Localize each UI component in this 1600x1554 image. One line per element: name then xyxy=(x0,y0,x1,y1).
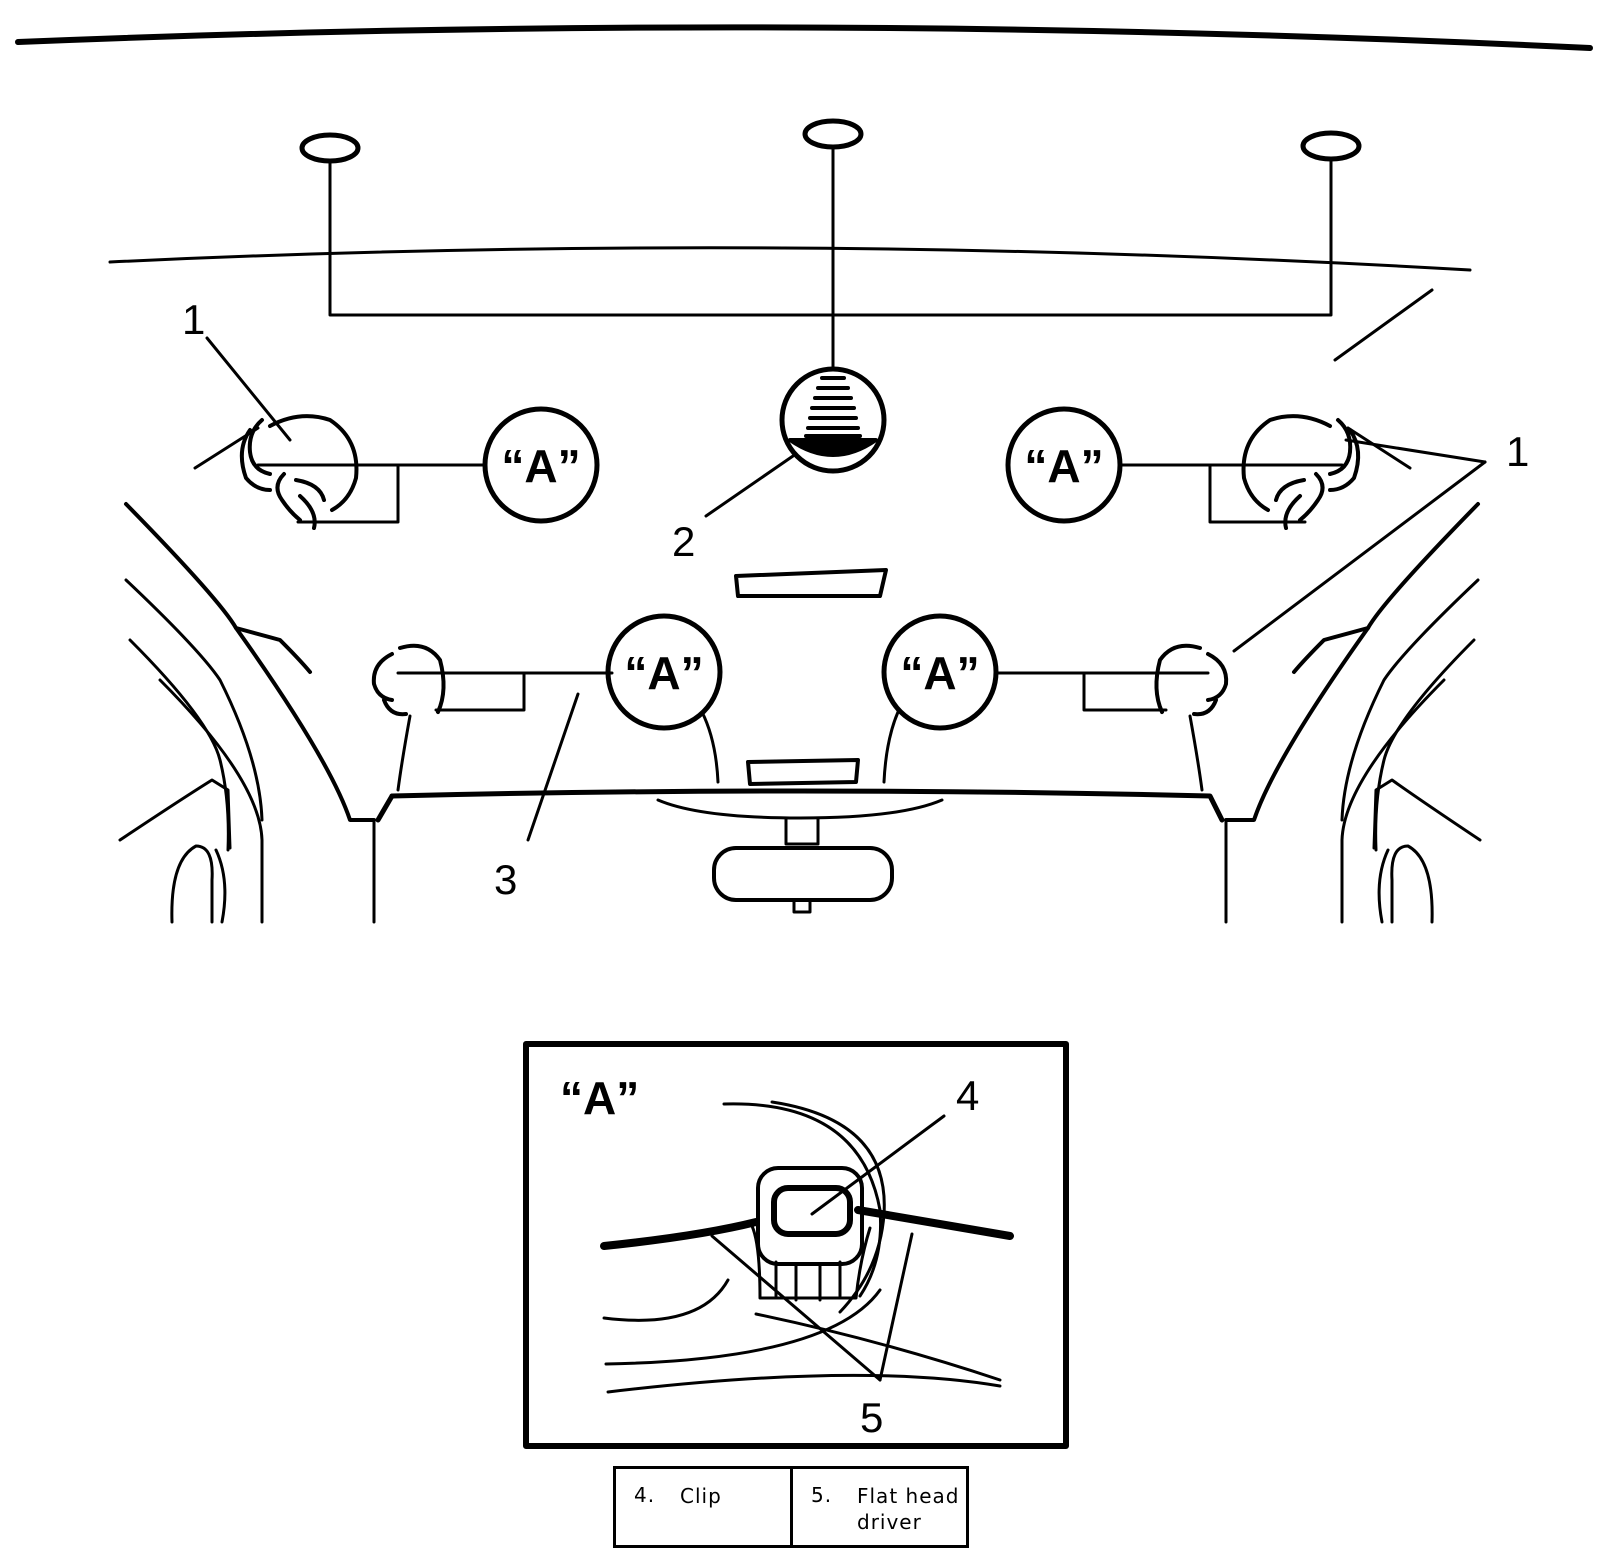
a-pillar-left xyxy=(118,502,376,924)
detail-bubble-lower-right xyxy=(881,613,999,731)
hole-right xyxy=(1300,130,1362,162)
callout-3: 3 xyxy=(494,856,517,903)
windshield-header xyxy=(389,788,1225,823)
hole-leader-bracket xyxy=(328,158,1333,317)
clip-top-left xyxy=(239,414,359,530)
callout-2: 2 xyxy=(672,518,695,565)
fastener-icon xyxy=(788,376,878,457)
leader-top-right xyxy=(1118,463,1344,524)
hole-left xyxy=(299,132,361,164)
visor-frame-left xyxy=(396,714,412,792)
detail-marker-top-left: “A” xyxy=(501,440,580,492)
center-brace-right xyxy=(882,710,900,784)
leader-5-a xyxy=(710,1234,882,1382)
detail-bubble-top-left xyxy=(482,406,600,524)
roof-outline xyxy=(15,24,1593,51)
detail-view-title: “A” xyxy=(560,1072,639,1124)
leader-2 xyxy=(704,454,795,518)
callout-5: 5 xyxy=(860,1394,883,1441)
center-brace-left xyxy=(700,710,720,784)
mirror-mount-base xyxy=(656,798,944,820)
leader-lower-right xyxy=(994,671,1210,712)
a-pillar-right xyxy=(1224,502,1482,924)
callout-1-right: 1 xyxy=(1506,428,1529,475)
detail-bubble-lower-left xyxy=(605,613,723,731)
leader-5-b xyxy=(878,1232,914,1382)
header-left-return xyxy=(375,793,395,823)
clip-lower-right xyxy=(1154,643,1229,717)
pillar-edge-left-top xyxy=(193,426,260,470)
visor-frame-right xyxy=(1188,714,1204,792)
detail-bubble-top-right xyxy=(1005,406,1123,524)
mirror-foot xyxy=(792,898,812,914)
legend-item: 4. Clip xyxy=(616,1469,790,1545)
detail-view-drawing xyxy=(600,1100,1014,1394)
clip-lower-left xyxy=(371,643,446,717)
leader-1-right-b xyxy=(1232,460,1487,653)
leader-1-left xyxy=(205,336,292,442)
detail-view-frame xyxy=(523,1041,1069,1449)
legend-number: 5. xyxy=(811,1483,833,1507)
detail-marker-top-right: “A” xyxy=(1024,440,1103,492)
fastener-bubble xyxy=(779,366,887,474)
leader-4 xyxy=(810,1114,946,1216)
console-trim xyxy=(746,758,860,786)
legend-text: Flat head driver xyxy=(857,1484,960,1534)
detail-marker-lower-right: “A” xyxy=(900,647,979,699)
leader-1-right-a xyxy=(1344,438,1487,464)
detail-marker-lower-left: “A” xyxy=(624,647,703,699)
dome-light xyxy=(734,568,888,598)
leader-top-left xyxy=(256,463,486,524)
leader-3 xyxy=(526,692,580,842)
mirror-stem xyxy=(784,816,820,846)
callout-4: 4 xyxy=(956,1072,979,1119)
legend-item: 5. Flat head driver xyxy=(790,1469,967,1545)
clip-housing xyxy=(756,1166,864,1266)
leader-lower-left xyxy=(396,671,614,712)
rear-view-mirror xyxy=(712,846,894,902)
pillar-edge-right-top xyxy=(1333,288,1434,362)
legend-number: 4. xyxy=(634,1483,656,1507)
hole-center xyxy=(802,118,864,150)
callout-1-left: 1 xyxy=(182,296,205,343)
legend-text: Clip xyxy=(680,1484,722,1508)
clip-head xyxy=(771,1185,853,1237)
pillar-edge-right-mid xyxy=(1346,426,1412,470)
clip-top-right xyxy=(1241,414,1361,530)
headliner-edge xyxy=(108,246,1472,272)
legend-table: 4. Clip 5. Flat head driver xyxy=(613,1466,969,1548)
